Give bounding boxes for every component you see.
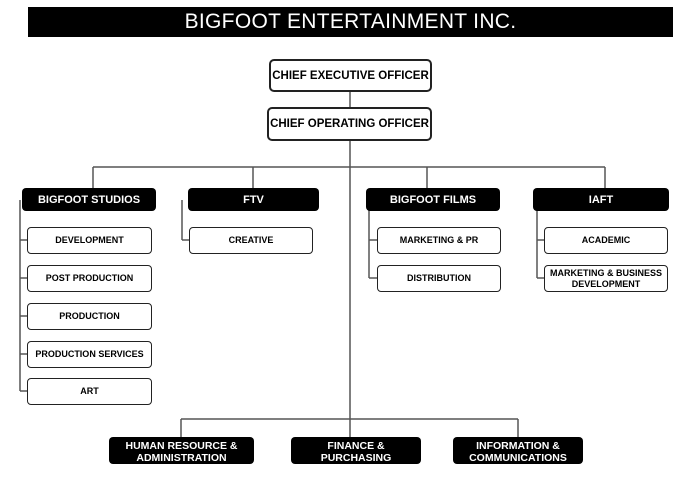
coo-label: CHIEF OPERATING OFFICER [270,118,429,130]
unit-label: MARKETING & BUSINESS DEVELOPMENT [549,267,662,289]
unit-creative: CREATIVE [189,227,313,254]
unit-label: PRODUCTION SERVICES [35,349,144,359]
unit-distribution: DISTRIBUTION [377,265,501,292]
unit-label: POST PRODUCTION [45,273,134,283]
unit-art: ART [27,378,152,405]
support-information-communications: INFORMATION & COMMUNICATIONS [453,437,583,464]
unit-label: ART [80,386,99,396]
support-label: HUMAN RESOURCE & ADMINISTRATION [125,439,238,464]
department-ftv: FTV [188,188,319,211]
org-chart-title: BIGFOOT ENTERTAINMENT INC. [28,7,673,37]
unit-production-services: PRODUCTION SERVICES [27,341,152,368]
unit-marketing-business-development: MARKETING & BUSINESS DEVELOPMENT [544,265,668,292]
ceo-box: CHIEF EXECUTIVE OFFICER [269,59,432,92]
support-finance-purchasing: FINANCE & PURCHASING [291,437,421,464]
unit-development: DEVELOPMENT [27,227,152,254]
unit-academic: ACADEMIC [544,227,668,254]
unit-label: PRODUCTION [59,311,120,321]
unit-post-production: POST PRODUCTION [27,265,152,292]
department-bigfoot-films: BIGFOOT FILMS [366,188,500,211]
unit-label: DEVELOPMENT [55,235,124,245]
unit-production: PRODUCTION [27,303,152,330]
department-iaft: IAFT [533,188,669,211]
department-label: IAFT [588,193,614,206]
department-bigfoot-studios: BIGFOOT STUDIOS [22,188,156,211]
support-label: FINANCE & PURCHASING [320,439,392,464]
unit-marketing-pr: MARKETING & PR [377,227,501,254]
ceo-label: CHIEF EXECUTIVE OFFICER [272,69,429,82]
unit-label: CREATIVE [228,235,274,245]
department-label: BIGFOOT STUDIOS [37,193,141,206]
support-hr-administration: HUMAN RESOURCE & ADMINISTRATION [109,437,254,464]
coo-box: CHIEF OPERATING OFFICER [267,107,432,141]
unit-label: DISTRIBUTION [407,273,471,283]
unit-label: ACADEMIC [581,235,631,245]
department-label: FTV [243,193,264,206]
support-label: INFORMATION & COMMUNICATIONS [469,439,567,464]
unit-label: MARKETING & PR [399,235,479,245]
department-label: BIGFOOT FILMS [389,193,477,206]
